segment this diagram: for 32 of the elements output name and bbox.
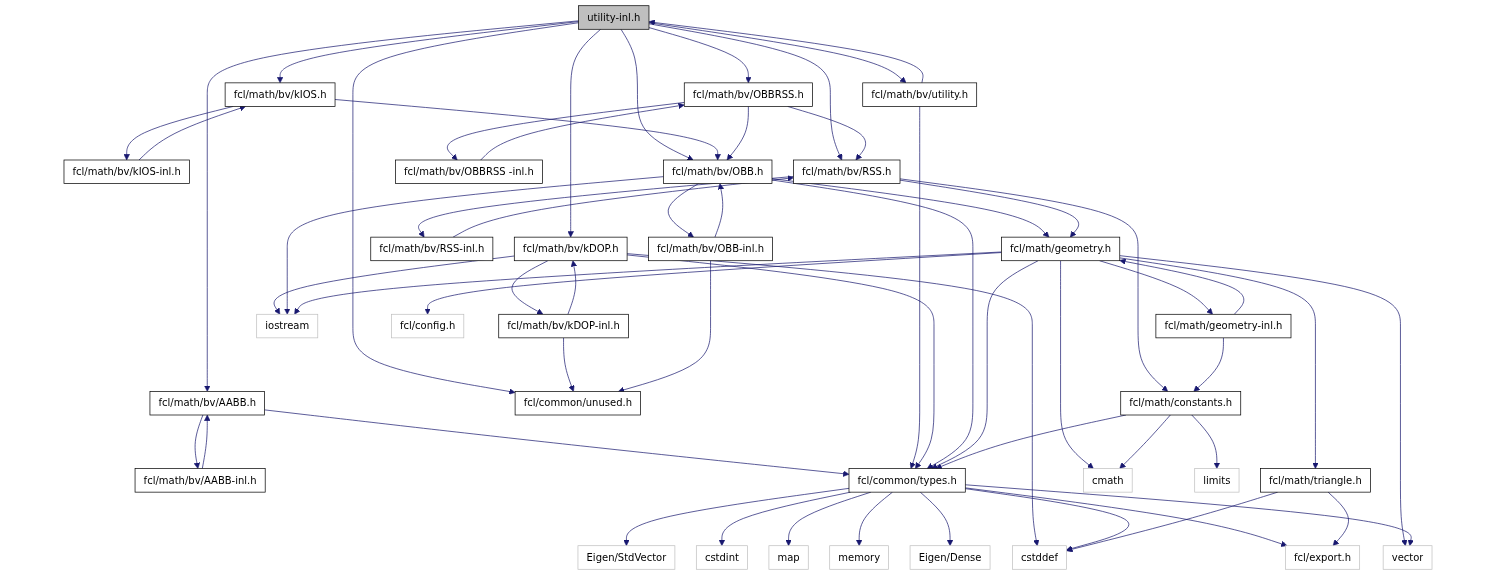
node-box: fcl/math/bv/RSS-inl.h [370, 236, 494, 262]
node-box: fcl/math/geometry-inl.h [1155, 313, 1292, 339]
node-box: utility-inl.h [578, 5, 650, 30]
node-box: fcl/math/bv/kDOP.h [513, 236, 628, 262]
node-box: fcl/math/bv/kIOS.h [224, 82, 336, 107]
node-box: memory [829, 545, 889, 570]
node-box: fcl/math/bv/utility.h [862, 82, 978, 107]
node-box: fcl/math/bv/OBB-inl.h [648, 236, 773, 262]
node-box: vector [1382, 545, 1433, 570]
node-box: fcl/math/bv/kIOS-inl.h [63, 159, 190, 184]
node-box: fcl/math/triangle.h [1260, 468, 1371, 493]
node-box: fcl/math/bv/OBB.h [663, 159, 773, 184]
node-box: map [768, 545, 809, 570]
node-box: fcl/common/types.h [848, 468, 966, 493]
node-box: cstdint [695, 545, 748, 570]
node-box: limits [1194, 468, 1240, 493]
node-box: Eigen/StdVector [577, 545, 676, 570]
node-box: fcl/math/bv/RSS.h [793, 159, 901, 184]
node-box: fcl/math/geometry.h [1001, 236, 1121, 262]
node-box: fcl/export.h [1285, 545, 1361, 570]
node-box: fcl/common/unused.h [514, 391, 641, 416]
node-box: fcl/math/bv/kDOP-inl.h [498, 313, 629, 339]
node-box: fcl/math/bv/AABB-inl.h [134, 468, 266, 493]
node-box: fcl/math/bv/OBBRSS -inl.h [395, 159, 543, 184]
node-box: Eigen/Dense [909, 545, 991, 570]
node-box: fcl/config.h [391, 313, 465, 339]
node-box: fcl/math/bv/AABB.h [149, 391, 265, 416]
node-box: cmath [1083, 468, 1133, 493]
node-box: iostream [256, 313, 319, 339]
node-box: fcl/math/constants.h [1120, 391, 1242, 416]
node-box: fcl/math/bv/OBBRSS.h [683, 82, 813, 107]
node-box: cstddef [1012, 545, 1067, 570]
